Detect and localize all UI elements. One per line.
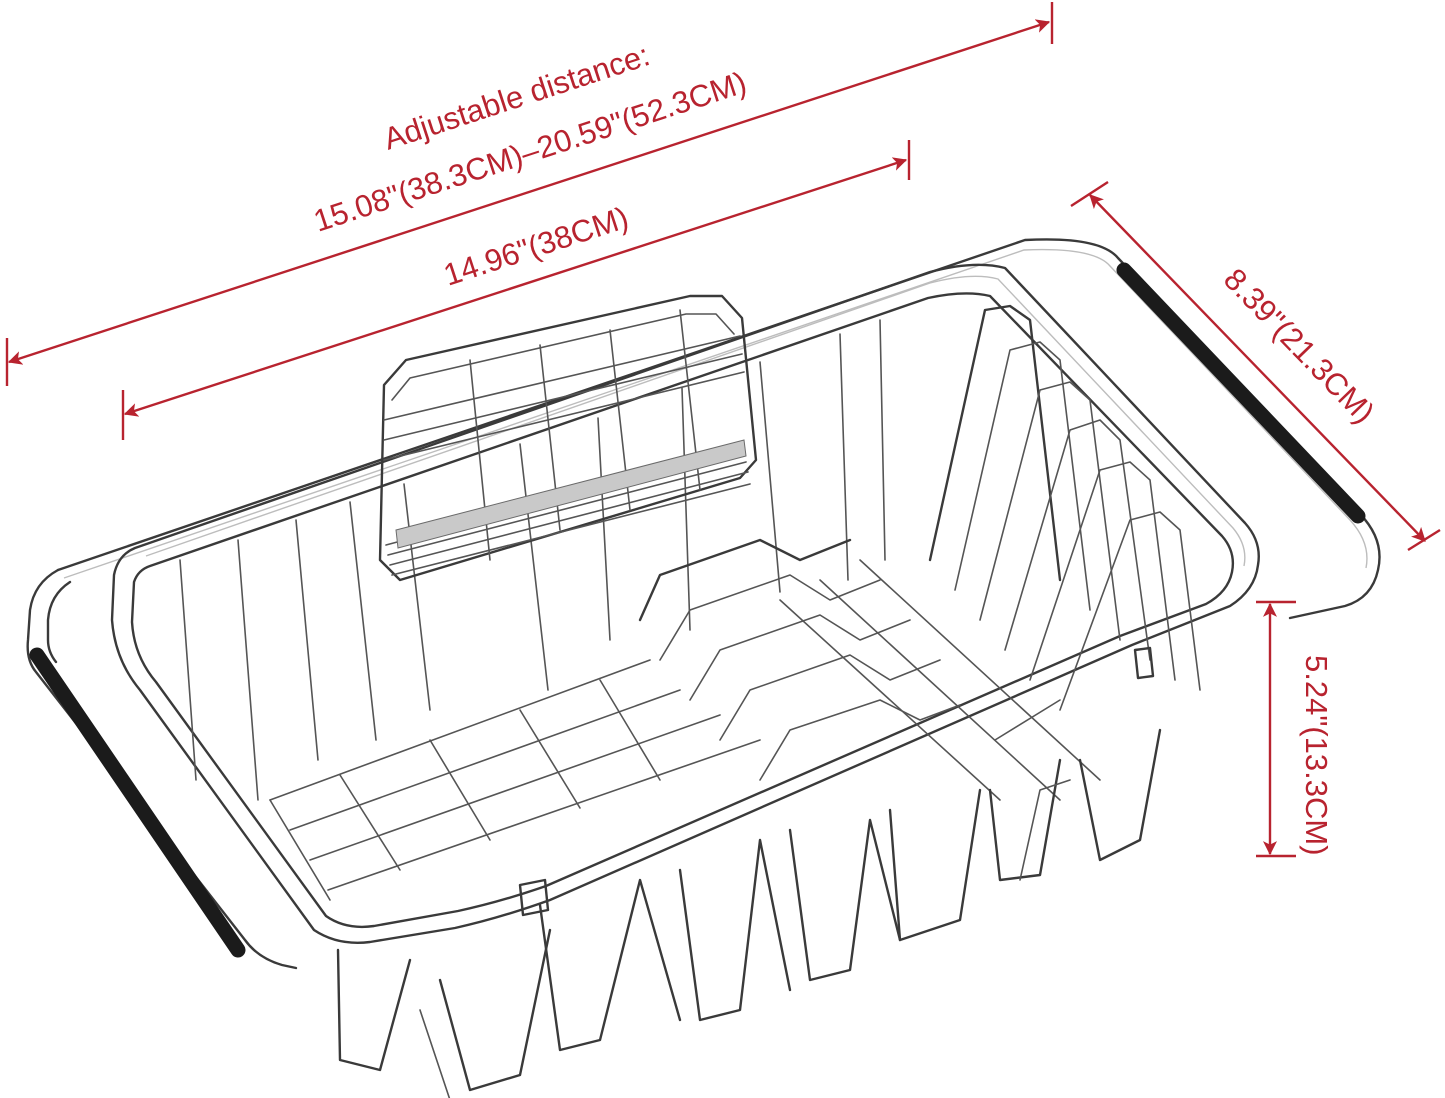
extendable-frame xyxy=(26,238,1381,970)
right-grip xyxy=(1116,262,1366,524)
utensil-holder xyxy=(378,294,758,582)
basket-floor-grid xyxy=(269,559,1101,901)
frame-clips xyxy=(518,646,1155,917)
basket-rim xyxy=(110,263,1260,944)
height-label: 5.24"(13.3CM) xyxy=(1299,655,1334,856)
front-wave-wires xyxy=(336,728,1162,1098)
basket-back-wires xyxy=(179,319,886,801)
length-dimension: 14.96"(38CM) xyxy=(121,140,911,440)
height-dimension: 5.24"(13.3CM) xyxy=(1256,600,1334,858)
width-dimension: 8.39"(21.3CM) xyxy=(1070,180,1441,552)
adjustable-distance-dimension: Adjustable distance: 15.08"(38.3CM)–20.5… xyxy=(5,2,1054,386)
dish-rack-illustration xyxy=(26,238,1381,1098)
length-label: 14.96"(38CM) xyxy=(439,200,632,293)
left-grip xyxy=(29,647,246,958)
plate-dividers xyxy=(638,304,1201,781)
